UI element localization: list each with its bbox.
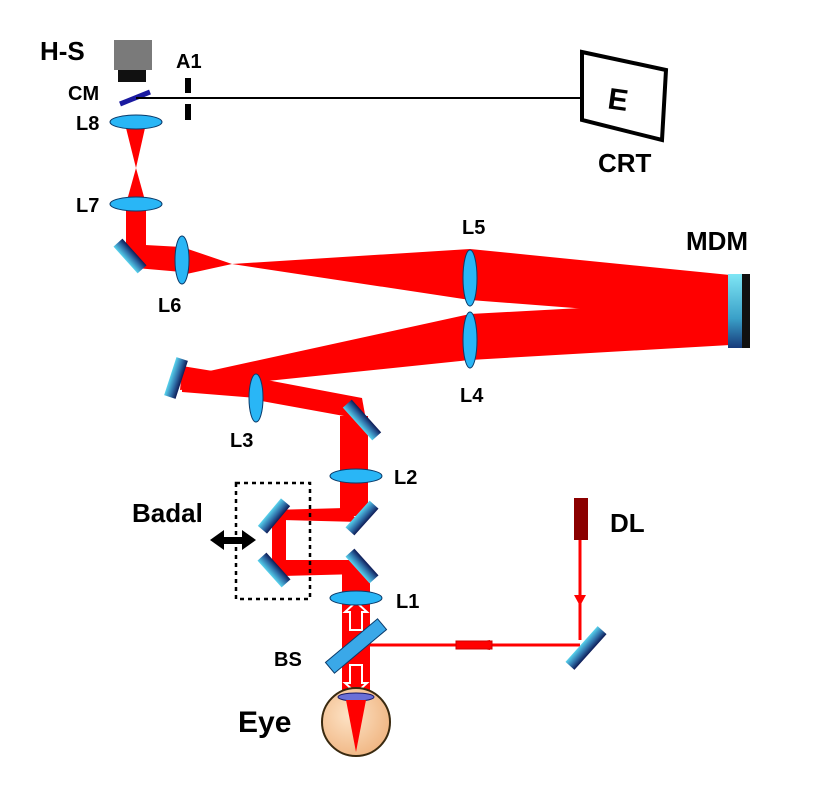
mdm-mirror (728, 274, 750, 348)
label-l7: L7 (76, 195, 99, 217)
badal-arrow-icon (210, 530, 256, 550)
label-cm: CM (68, 83, 99, 105)
lens-l5 (462, 249, 478, 307)
mirror-dl (565, 626, 607, 670)
label-l8: L8 (76, 113, 99, 135)
mirror-fold-4 (345, 500, 379, 536)
lens-l7 (109, 196, 163, 212)
mirror-badal-1 (257, 498, 291, 534)
mirror-badal-2 (257, 552, 291, 588)
lens-l3 (248, 373, 264, 423)
label-eye: Eye (238, 706, 291, 739)
mirror-fold-5 (345, 548, 379, 584)
label-bs: BS (274, 649, 302, 671)
dl-source (574, 498, 588, 540)
lenses (109, 114, 478, 606)
cm-mirror (119, 89, 151, 107)
label-mdm: MDM (686, 226, 748, 256)
label-crt: CRT (598, 148, 652, 178)
label-a1: A1 (176, 51, 202, 73)
eye (321, 687, 391, 757)
crt-display: E (580, 49, 669, 143)
mirror-fold-1 (113, 238, 147, 274)
dl-arrow-left-body (455, 640, 493, 650)
beam-splitter (324, 618, 388, 674)
lens-l6 (174, 235, 190, 285)
mirrors (113, 238, 607, 670)
label-l1: L1 (396, 591, 419, 613)
dl-laser-path (362, 540, 582, 647)
label-hs: H-S (40, 36, 85, 66)
dl-arrow-down (574, 595, 586, 606)
label-badal: Badal (132, 498, 203, 528)
mirror-fold-2 (164, 357, 188, 399)
label-l6: L6 (158, 295, 181, 317)
label-l3: L3 (230, 430, 253, 452)
crt-letter: E (606, 82, 630, 117)
beam-path (126, 128, 730, 752)
label-dl: DL (610, 508, 645, 538)
label-l4: L4 (460, 385, 484, 407)
label-l2: L2 (394, 467, 417, 489)
mirror-fold-3 (342, 399, 382, 441)
lens-l4 (462, 311, 478, 369)
lens-l8 (109, 114, 163, 130)
label-l5: L5 (462, 217, 485, 239)
hs-camera (114, 40, 152, 82)
lens-l2 (329, 468, 383, 484)
lens-l1 (329, 590, 383, 606)
